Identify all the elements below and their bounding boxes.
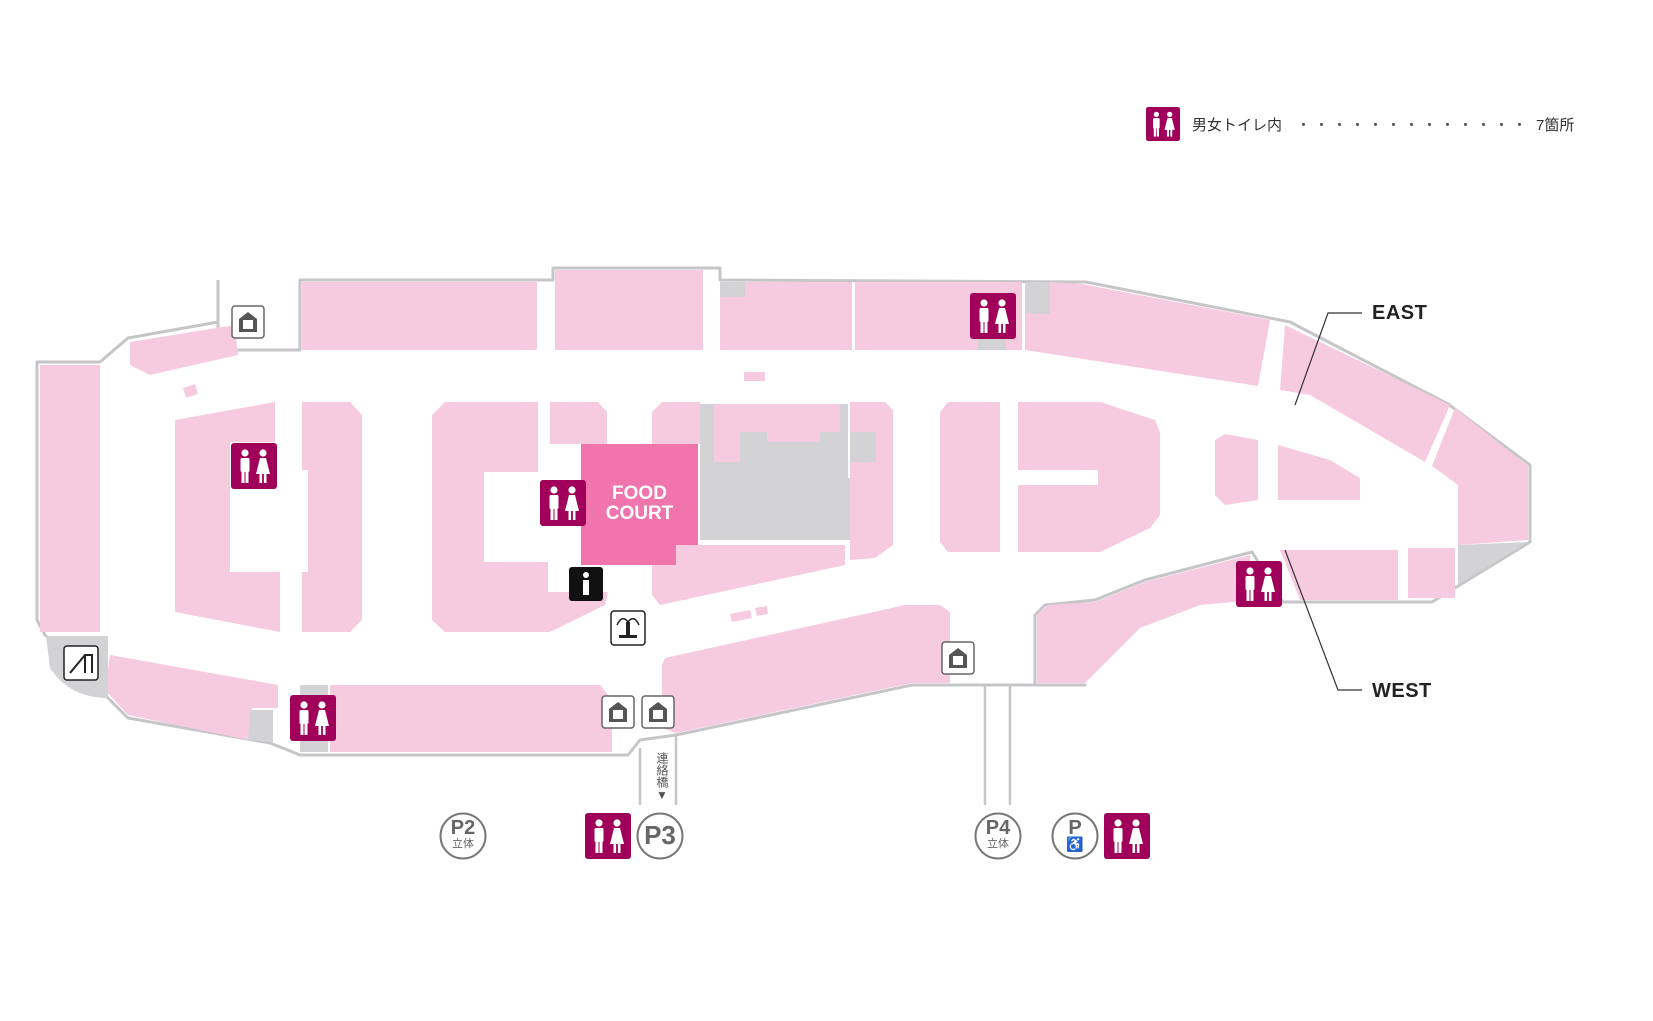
parking-sub: 立体 (987, 838, 1009, 850)
parking-p3[interactable]: P3 (638, 816, 682, 848)
restroom-icon[interactable] (540, 480, 586, 526)
entrance-icon[interactable] (601, 695, 635, 729)
east-label: EAST (1372, 302, 1428, 324)
parking-p4[interactable]: P4 立体 (976, 812, 1020, 850)
restroom-icon (1146, 107, 1180, 141)
legend: 男女トイレ内 ・・・・・・・・・・・・・ 7箇所 (1146, 107, 1574, 141)
entrance-icon[interactable] (231, 305, 265, 339)
restroom-icon[interactable] (231, 443, 277, 489)
parking-label: P3 (644, 820, 676, 850)
west-label: WEST (1372, 680, 1432, 702)
information-icon[interactable] (569, 567, 603, 601)
wheelchair-icon: ♿ (1066, 836, 1084, 852)
accessible-parking[interactable]: P ♿ (1053, 812, 1097, 852)
slide-icon (63, 645, 99, 681)
entrance-icon[interactable] (641, 695, 675, 729)
parking-label: P (1068, 817, 1082, 839)
restroom-icon[interactable] (970, 293, 1016, 339)
legend-label: 男女トイレ内 (1192, 116, 1283, 134)
food-court (581, 444, 698, 565)
food-court-label-line2: COURT (605, 503, 674, 524)
west-leader (1284, 549, 1362, 691)
restroom-icon[interactable] (1236, 561, 1282, 607)
legend-count: 7箇所 (1536, 116, 1575, 134)
fountain-icon (610, 610, 646, 646)
walkways (638, 685, 1012, 805)
restroom-icon[interactable] (1104, 813, 1150, 859)
parking-p2[interactable]: P2 立体 (441, 812, 485, 850)
restroom-icon[interactable] (585, 813, 631, 859)
east-leader (1294, 312, 1362, 406)
parking-sub: 立体 (452, 838, 474, 850)
bridge-label: 連絡橋▼ (655, 752, 669, 802)
restroom-icon[interactable] (290, 695, 336, 741)
entrance-icon[interactable] (941, 641, 975, 675)
food-court-label[interactable]: FOOD COURT (581, 484, 698, 524)
shops (40, 270, 1528, 752)
food-court-label-line1: FOOD (612, 483, 667, 504)
parking-label: P2 (450, 817, 476, 839)
legend-leader: ・・・・・・・・・・・・・ (1296, 116, 1531, 134)
parking-label: P4 (985, 817, 1011, 839)
